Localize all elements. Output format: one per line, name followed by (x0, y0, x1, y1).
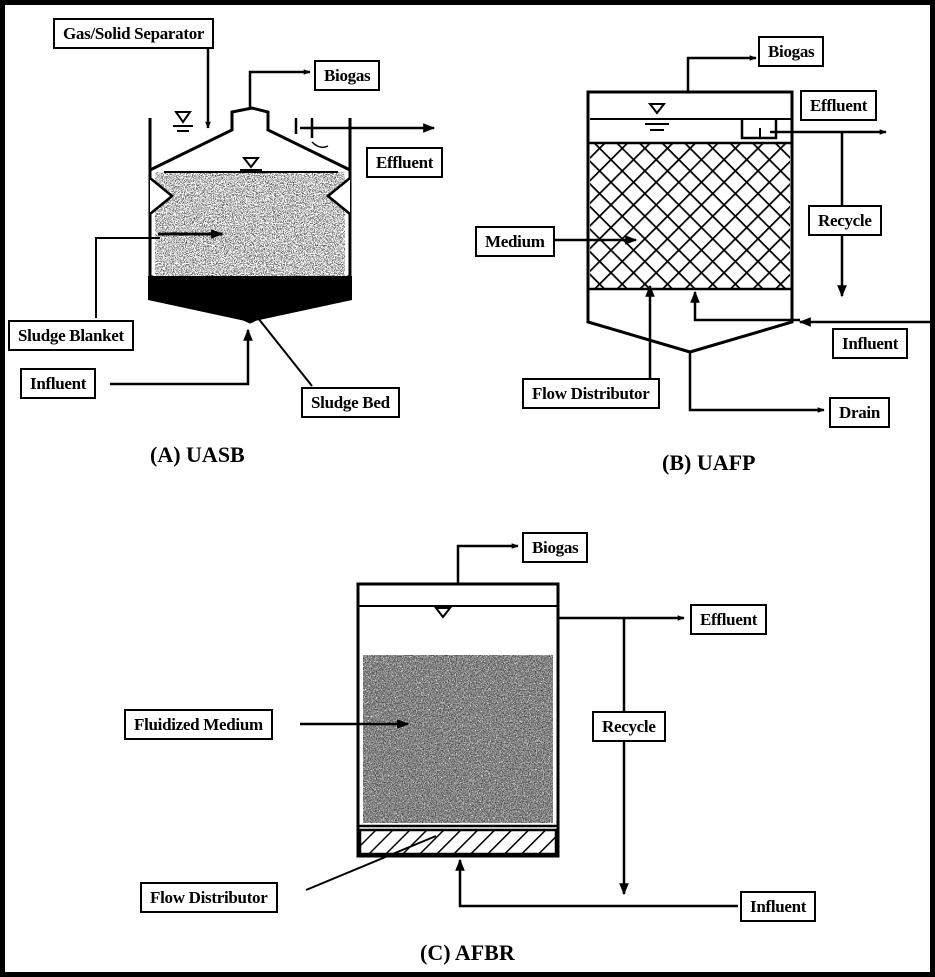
uafp-recycle-label: Recycle (808, 205, 882, 236)
afbr-flow-distributor-label: Flow Distributor (140, 882, 278, 913)
uasb-sludge-blanket (155, 172, 345, 276)
uafp-caption: (B) UAFP (662, 450, 756, 475)
uafp-packing-medium (590, 143, 790, 289)
uasb-sludge-blanket-label: Sludge Blanket (8, 320, 134, 351)
afbr-fluidized-medium-label: Fluidized Medium (124, 709, 273, 740)
uasb-gas-solid-separator-label: Gas/Solid Separator (53, 18, 215, 49)
afbr-fluidized-bed (363, 655, 553, 823)
uasb-reactor (95, 44, 436, 387)
uafp-drain-label: Drain (829, 397, 891, 428)
uasb-biogas-label: Biogas (314, 60, 381, 91)
afbr-influent-label: Influent (740, 891, 817, 922)
uasb-influent-label: Influent (20, 368, 97, 399)
uafp-influent-label: Influent (832, 328, 909, 359)
afbr-caption: (C) AFBR (420, 940, 515, 965)
uafp-effluent-label: Effluent (800, 90, 878, 121)
afbr-flow-distributor (358, 828, 558, 856)
uasb-effluent-label: Effluent (366, 147, 444, 178)
afbr-biogas-label: Biogas (522, 532, 589, 563)
uasb-caption: (A) UASB (150, 442, 245, 467)
uafp-biogas-label: Biogas (758, 36, 825, 67)
uafp-flow-distributor-label: Flow Distributor (522, 378, 660, 409)
uafp-reactor (554, 55, 930, 413)
uafp-medium-label: Medium (475, 226, 555, 257)
uasb-sludge-bed-label: Sludge Bed (301, 387, 400, 418)
afbr-effluent-label: Effluent (690, 604, 768, 635)
afbr-reactor (300, 543, 738, 908)
uasb-sludge-bed (148, 276, 352, 322)
afbr-recycle-label: Recycle (592, 711, 666, 742)
